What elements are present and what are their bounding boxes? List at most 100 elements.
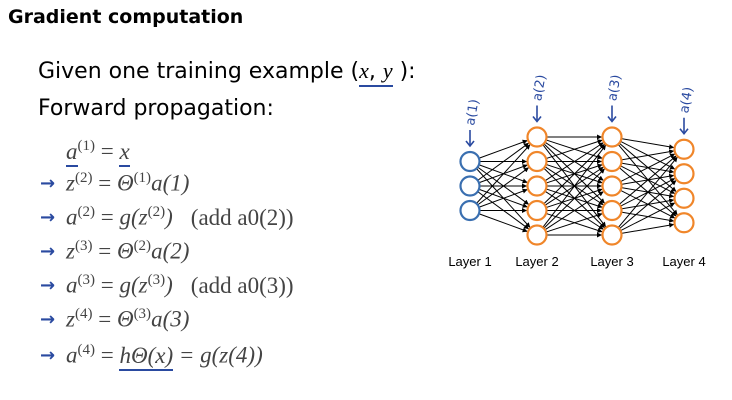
given-y: y [382, 58, 393, 83]
equation-rhs: Θ [116, 238, 134, 264]
network-edge [544, 142, 604, 182]
equals-sign: = [92, 238, 117, 264]
svg-text:a(2): a(2) [530, 74, 549, 103]
neuron-node [673, 138, 695, 160]
equals-sign: = [95, 342, 120, 368]
equation-rhs-tail: ) [165, 272, 173, 298]
bias-note: (add a0(3)) [190, 272, 294, 298]
layer-label: Layer 1 [448, 254, 491, 269]
svg-text:a(4): a(4) [677, 86, 696, 115]
network-edge [544, 191, 604, 231]
arrow-icon: → [40, 172, 56, 194]
network-edge [543, 143, 605, 205]
network-edge [478, 188, 528, 208]
network-edge [620, 153, 676, 183]
equation-rhs: x [119, 138, 130, 167]
layer-annotation: a(4) [677, 86, 697, 136]
neuron-node [601, 150, 623, 173]
equation-lhs: a [66, 138, 78, 167]
layer-annotation: a(1) [463, 98, 483, 148]
network-edge [617, 156, 678, 229]
network-edge [477, 142, 529, 181]
equation-row: →a(4) = hΘ(x) = g(z(4)) [40, 342, 263, 371]
equation-row: → z(4) = Θ(3)a(3) [40, 306, 189, 334]
input-node [459, 175, 481, 197]
svg-text:a(3): a(3) [605, 74, 624, 103]
equation-lhs: a [66, 204, 78, 230]
given-prefix: Given one training example ( [38, 59, 360, 84]
neuron-node [526, 224, 548, 246]
network-edge [476, 144, 531, 204]
equation-lhs-superscript: (3) [74, 238, 93, 254]
equation-lhs-superscript: (4) [77, 342, 96, 358]
equation-rhs-superscript: (2) [133, 238, 152, 254]
network-edge [545, 139, 603, 160]
equation-rhs-superscript: (2) [147, 204, 166, 220]
equation-rhs: hΘ(x) [119, 342, 174, 371]
neuron-node [601, 224, 623, 246]
network-edge [477, 167, 529, 206]
equation-lhs-superscript: (2) [74, 170, 93, 186]
equation-lhs: z [66, 306, 75, 332]
equation-rhs: Θ [116, 306, 134, 332]
equation-rhs-tail: = g(z(4)) [173, 342, 263, 368]
forward-line: Forward propagation: [38, 96, 274, 121]
neuron-node [673, 163, 695, 185]
given-sep: , [368, 59, 383, 84]
equation-rhs: g(z [119, 272, 148, 298]
arrow-icon: → [40, 344, 56, 366]
equation-lhs: z [66, 238, 75, 264]
equation-rhs-tail: ) [165, 204, 173, 230]
network-edge [478, 213, 528, 233]
equation-lhs-superscript: (2) [77, 204, 96, 220]
network-edge [621, 222, 675, 234]
slide-title: Gradient computation [8, 6, 244, 28]
network-edge [620, 202, 676, 232]
network-edge [545, 212, 603, 233]
given-x: x [359, 58, 369, 83]
equation-rhs-superscript: (3) [133, 306, 152, 322]
given-line: Given one training example (x, y ): [38, 58, 416, 87]
equation-row: →z(2) = Θ(1)a(1) [40, 170, 189, 198]
layer-label: Layer 3 [590, 254, 633, 269]
equals-sign: = [95, 204, 120, 230]
given-example: x, y [359, 58, 393, 87]
equals-sign: = [95, 272, 120, 298]
equation-rhs-tail: a(3) [151, 306, 190, 332]
neuron-node [601, 126, 623, 148]
given-suffix: ): [392, 59, 416, 84]
bias-note: (add a0(2)) [190, 204, 294, 230]
equation-row: →a(2) = g(z(2))(add a0(2)) [40, 204, 294, 232]
network-edge [618, 155, 677, 205]
layer-label: Layer 4 [662, 254, 705, 269]
equation-row: →a(1) = x [40, 138, 130, 167]
neuron-node [526, 150, 548, 173]
equals-sign: = [92, 170, 117, 196]
input-node [459, 199, 481, 222]
layer-annotation: a(2) [530, 74, 550, 123]
equation-lhs-superscript: (3) [77, 272, 96, 288]
equation-lhs-superscript: (4) [74, 306, 93, 322]
network-edge [542, 144, 607, 228]
equation-rhs-superscript: (3) [147, 272, 166, 288]
layer-label: Layer 2 [515, 254, 558, 269]
equation-rhs: Θ [116, 170, 134, 196]
equation-rhs-tail: a(1) [151, 170, 190, 196]
neuron-node [526, 126, 548, 148]
network-edge [618, 180, 677, 230]
neuron-node [526, 175, 548, 197]
layer-annotation: a(3) [605, 74, 625, 123]
arrow-icon: → [40, 240, 56, 262]
equation-row: →z(3) = Θ(2)a(2) [40, 238, 189, 266]
neuron-node [673, 187, 695, 209]
equation-lhs: z [66, 170, 75, 196]
network-edge [621, 138, 675, 150]
equals-sign: = [92, 306, 117, 332]
network-edge [621, 149, 675, 161]
neuron-node [673, 212, 695, 234]
arrow-icon: → [40, 308, 56, 330]
equation-row: →a(3) = g(z(3))(add a0(3)) [40, 272, 294, 300]
svg-text:a(1): a(1) [463, 98, 482, 127]
neuron-node [526, 199, 548, 222]
